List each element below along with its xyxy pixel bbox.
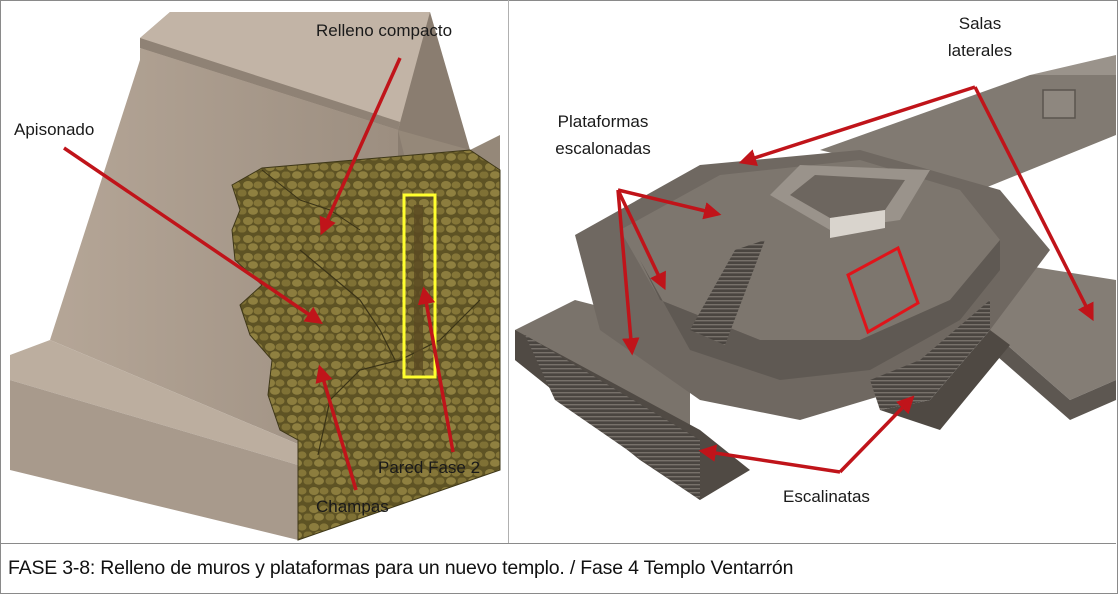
arrow-pared-fase-2 — [417, 286, 455, 453]
panel-divider — [508, 0, 509, 543]
label-champas: Champas — [316, 497, 389, 516]
annotation-arrows — [63, 57, 1094, 491]
label-escalinatas: Escalinatas — [783, 487, 870, 506]
label-salas-laterales: Salas laterales — [947, 14, 1013, 60]
arrow-apisonado — [63, 146, 323, 324]
pared-fase-2-highlight — [402, 193, 437, 379]
escalinata-highlight — [846, 245, 920, 335]
label-plataformas-escalonadas: Plataformas escalonadas — [555, 112, 651, 158]
wall-cutaway-illustration — [10, 12, 501, 541]
arrow-escalinatas-1 — [698, 444, 841, 474]
arrow-plataformas-2 — [616, 189, 666, 291]
arrow-plataformas-3 — [616, 189, 640, 356]
arrow-plataformas-1 — [617, 188, 722, 220]
arrow-salas-laterales-1 — [738, 85, 976, 167]
arrow-champas — [315, 364, 358, 491]
label-apisonado: Apisonado — [14, 120, 95, 139]
label-relleno-compacto: Relleno compacto — [316, 21, 453, 40]
arrow-relleno-compacto — [319, 57, 402, 236]
figure-caption: FASE 3-8: Relleno de muros y plataformas… — [8, 557, 794, 579]
temple-model-illustration — [515, 55, 1116, 500]
arrow-salas-laterales-2 — [973, 86, 1094, 322]
arrow-escalinatas-2 — [838, 395, 915, 474]
label-pared-fase-2: Pared Fase 2 — [378, 458, 481, 477]
caption-divider — [0, 543, 1116, 544]
